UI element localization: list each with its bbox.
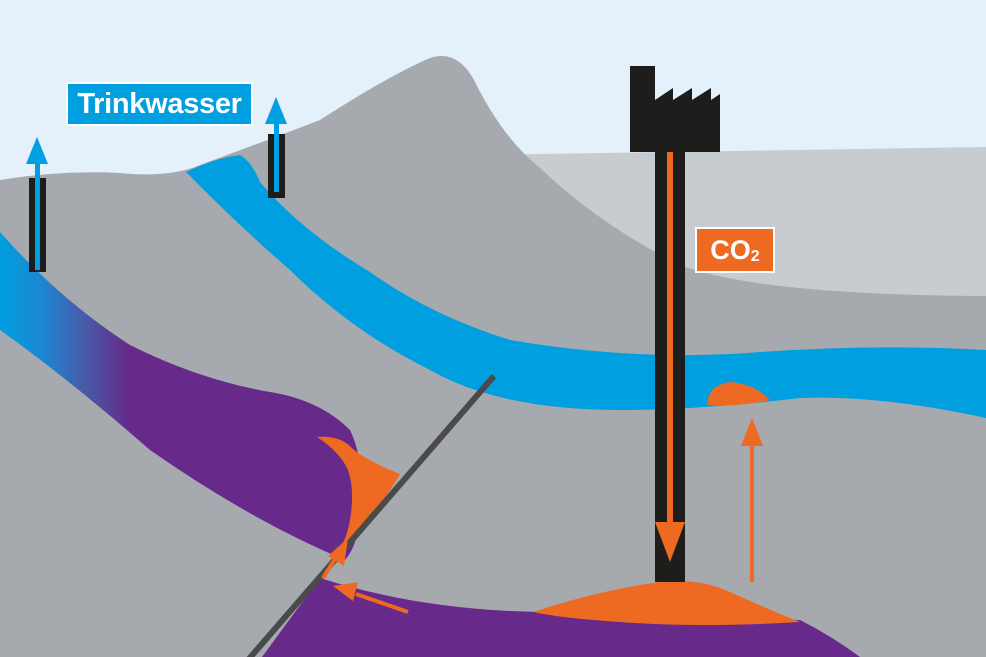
co2-rising-arrow (741, 418, 763, 582)
fault-line (246, 374, 497, 657)
drinking-water-label: Trinkwasser (66, 82, 253, 126)
co2-injection-well (655, 140, 685, 582)
co2-migration-arrow-reservoir (333, 582, 409, 614)
aquifer-upper (186, 155, 986, 418)
co2-label-subscript: 2 (750, 248, 760, 265)
factory-icon (630, 66, 720, 152)
co2-migration-arrow-fault (321, 538, 348, 580)
co2-label: CO2 (695, 227, 775, 273)
up-arrow-icon (265, 97, 287, 124)
co2-at-fault (317, 436, 400, 560)
water-well-right (265, 97, 287, 198)
down-arrow-icon (655, 522, 685, 562)
far-ground (480, 147, 986, 300)
up-arrow-icon (26, 137, 48, 164)
co2-pocket-aquifer (707, 382, 770, 406)
aquifer-lower-saline (0, 232, 362, 560)
water-well-left (26, 137, 48, 272)
saline-reservoir (262, 578, 860, 657)
co2-label-main: CO (710, 235, 751, 265)
co2-plume-reservoir (533, 581, 800, 625)
